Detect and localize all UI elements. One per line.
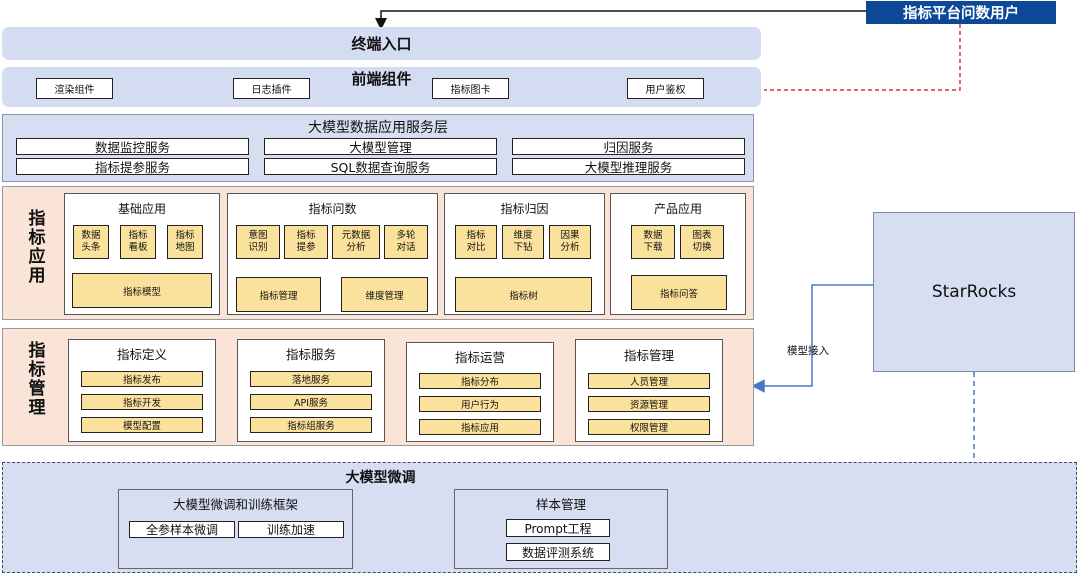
- mgmt-item: 资源管理: [588, 396, 710, 412]
- app-card-title: 指标问数: [308, 202, 357, 216]
- mgmt-item: 用户行为: [419, 396, 541, 412]
- app-card-attribution: 指标归因 指标 对比 维度 下钻 因果 分析 指标树: [444, 193, 605, 315]
- sample-item: Prompt工程: [506, 519, 610, 537]
- sample-management-box: 样本管理 Prompt工程 数据评测系统: [454, 489, 668, 569]
- app-cell: 指标 提参: [284, 225, 328, 259]
- metric-management-title: 指标管理: [21, 341, 47, 424]
- app-bottom-cell: 指标问答: [631, 275, 727, 310]
- mgmt-item: 权限管理: [588, 419, 710, 435]
- app-cell: 维度 下钻: [502, 225, 544, 259]
- app-card-title: 产品应用: [653, 202, 702, 216]
- app-cell: 因果 分析: [549, 225, 591, 259]
- metric-application-panel: 指标应用 基础应用 数据 头条 指标 看板 指标 地图 指标模型 指标问数 意图…: [2, 186, 754, 320]
- panel-title-text: 指标管理: [24, 341, 45, 417]
- mgmt-item: 指标分布: [419, 373, 541, 389]
- llm-service-layer: 大模型数据应用服务层 数据监控服务 大模型管理 归因服务 指标提参服务 SQL数…: [2, 114, 754, 182]
- service-item: 大模型推理服务: [512, 158, 745, 175]
- frontend-title: 前端组件: [351, 70, 412, 88]
- mgmt-item: 指标应用: [419, 419, 541, 435]
- mgmt-card-management: 指标管理 人员管理 资源管理 权限管理: [575, 339, 723, 442]
- mgmt-card-title: 指标运营: [454, 350, 505, 365]
- app-cell: 意图 识别: [236, 225, 280, 259]
- service-item: 指标提参服务: [16, 158, 249, 175]
- llm-finetune-title: 大模型微调: [345, 470, 416, 486]
- app-cell: 数据 头条: [73, 225, 109, 259]
- mgmt-item: 模型配置: [81, 417, 203, 433]
- frontend-item: 渲染组件: [36, 78, 113, 99]
- mgmt-item: 落地服务: [250, 371, 372, 387]
- app-bottom-cell: 指标模型: [72, 273, 212, 308]
- model-access-label: 模型接入: [787, 345, 829, 357]
- app-card-product: 产品应用 数据 下载 图表 切换 指标问答: [610, 193, 746, 315]
- mgmt-card-title: 指标定义: [116, 347, 167, 362]
- service-item: 大模型管理: [264, 138, 497, 155]
- user-box: 指标平台问数用户: [866, 1, 1056, 24]
- app-cell: 指标 对比: [455, 225, 497, 259]
- mgmt-item: 指标发布: [81, 371, 203, 387]
- model-access-arrow: [751, 284, 873, 393]
- service-item: 数据监控服务: [16, 138, 249, 155]
- metric-management-panel: 指标管理 指标定义 指标发布 指标开发 模型配置 指标服务 落地服务 API服务…: [2, 328, 754, 446]
- terminal-entry-band: 终端入口: [2, 27, 761, 60]
- app-bottom-cell: 维度管理: [341, 277, 428, 312]
- mgmt-item: 人员管理: [588, 373, 710, 389]
- finetune-framework-box: 大模型微调和训练框架 全参样本微调 训练加速: [118, 489, 353, 569]
- finetune-framework-title: 大模型微调和训练框架: [172, 497, 298, 512]
- panel-title-text: 指标应用: [24, 209, 45, 285]
- app-cell: 数据 下载: [631, 225, 675, 259]
- frontend-item: 指标图卡: [432, 78, 509, 99]
- app-cell: 指标 看板: [120, 225, 156, 259]
- starrocks-box: StarRocks: [873, 212, 1075, 372]
- frontend-item: 日志插件: [233, 78, 310, 99]
- app-cell: 多轮 对话: [384, 225, 428, 259]
- user-to-terminal-arrow: [375, 10, 866, 30]
- mgmt-card-title: 指标管理: [623, 348, 674, 363]
- llm-finetune-panel: 大模型微调 大模型微调和训练框架 全参样本微调 训练加速 样本管理 Prompt…: [2, 462, 1077, 573]
- metric-application-title: 指标应用: [21, 209, 47, 292]
- mgmt-card-operations: 指标运营 指标分布 用户行为 指标应用: [406, 342, 554, 442]
- app-cell: 指标 地图: [167, 225, 203, 259]
- finetune-item: 训练加速: [238, 521, 344, 538]
- mgmt-item: API服务: [250, 394, 372, 410]
- finetune-item: 全参样本微调: [129, 521, 235, 538]
- sample-management-title: 样本管理: [535, 497, 586, 512]
- app-card-question: 指标问数 意图 识别 指标 提参 元数据 分析 多轮 对话 指标管理 维度管理: [227, 193, 438, 315]
- mgmt-card-service: 指标服务 落地服务 API服务 指标组服务: [237, 339, 385, 442]
- llm-service-layer-title: 大模型数据应用服务层: [308, 120, 448, 136]
- mgmt-card-definition: 指标定义 指标发布 指标开发 模型配置: [68, 339, 216, 442]
- user-to-frontend-dashed-line: [764, 24, 961, 91]
- user-box-label: 指标平台问数用户: [903, 6, 1019, 22]
- service-item: 归因服务: [512, 138, 745, 155]
- app-cell: 元数据 分析: [332, 225, 380, 259]
- frontend-item: 用户鉴权: [627, 78, 704, 99]
- mgmt-card-title: 指标服务: [285, 347, 336, 362]
- service-item: SQL数据查询服务: [264, 158, 497, 175]
- terminal-entry-title: 终端入口: [351, 35, 412, 53]
- app-bottom-cell: 指标树: [455, 277, 592, 312]
- app-card-basic: 基础应用 数据 头条 指标 看板 指标 地图 指标模型: [64, 193, 220, 315]
- sample-item: 数据评测系统: [506, 543, 610, 561]
- app-card-title: 指标归因: [500, 202, 549, 216]
- starrocks-label: StarRocks: [931, 282, 1017, 302]
- frontend-band: 前端组件 渲染组件 日志插件 指标图卡 用户鉴权: [2, 67, 761, 107]
- mgmt-item: 指标开发: [81, 394, 203, 410]
- app-cell: 图表 切换: [680, 225, 724, 259]
- app-bottom-cell: 指标管理: [236, 277, 321, 312]
- mgmt-item: 指标组服务: [250, 417, 372, 433]
- app-card-title: 基础应用: [117, 202, 166, 216]
